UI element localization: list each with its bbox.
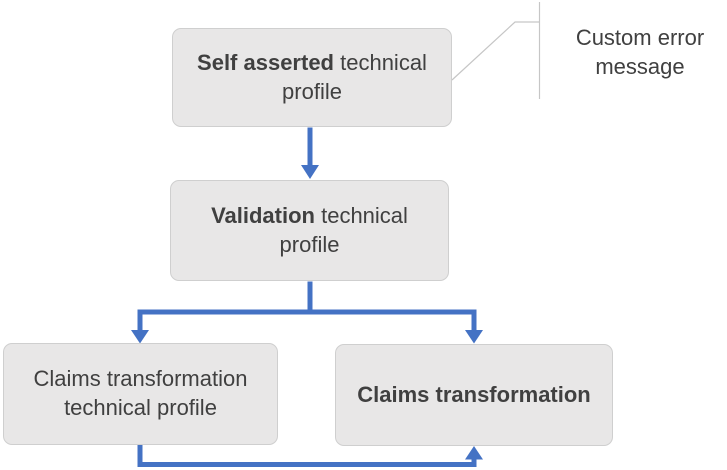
- callout-leader-line: [451, 21, 539, 81]
- node-label: Validation technical profile: [181, 202, 438, 259]
- node-claims-transformation-technical-profile: Claims transformation technical profile: [3, 343, 278, 445]
- node-validation-technical-profile: Validation technical profile: [170, 180, 449, 281]
- node-label-bold: Self asserted: [197, 49, 334, 75]
- node-label-rest: technical profile: [282, 49, 427, 104]
- arrow-bottom-loop: [137, 444, 477, 467]
- node-label-bold: Claims transformation: [357, 381, 591, 407]
- node-label-rest: technical profile: [279, 202, 408, 257]
- arrowhead-bottom-loop-up: [465, 446, 483, 460]
- node-label: Claims transformation technical profile: [14, 365, 267, 422]
- node-claims-transformation: Claims transformation: [335, 344, 613, 446]
- node-label-rest: Claims transformation technical profile: [33, 366, 248, 420]
- node-label-bold: Validation: [211, 202, 315, 228]
- arrowhead-branch-right: [465, 330, 483, 344]
- node-label: Claims transformation: [357, 381, 591, 410]
- callout-custom-error-message: Custom error message: [575, 25, 705, 79]
- node-self-asserted-technical-profile: Self asserted technical profile: [172, 28, 452, 127]
- arrowhead-branch-left: [131, 330, 149, 344]
- arrow-validation-branch-rail: [137, 309, 477, 332]
- arrowhead-self-asserted-to-validation: [301, 165, 319, 179]
- node-label: Self asserted technical profile: [183, 49, 441, 106]
